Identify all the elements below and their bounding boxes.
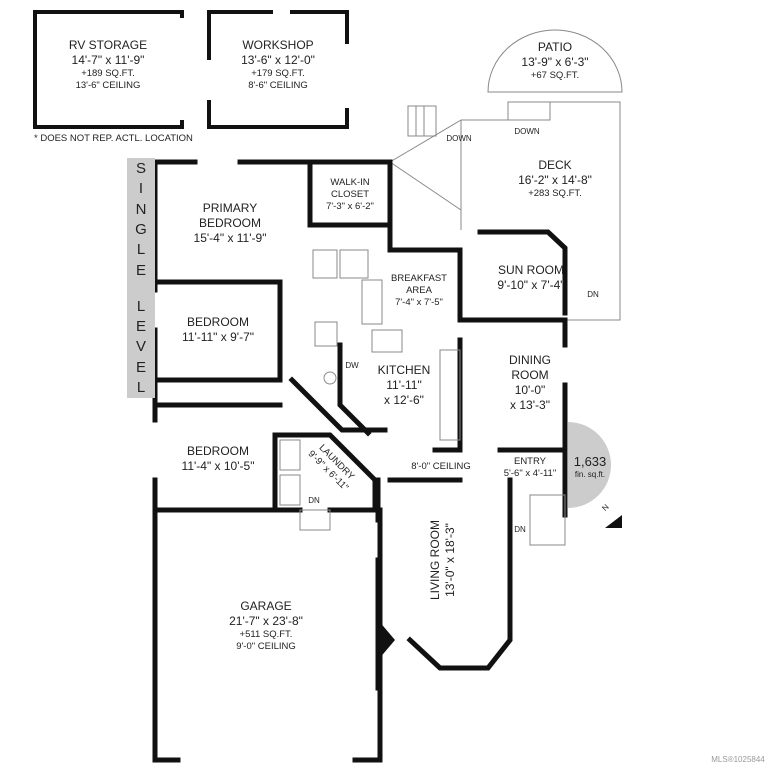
room-dims: 11'-11" x 9'-7"	[181, 330, 255, 344]
banner-letter: G	[135, 220, 147, 238]
room-deck: DECK 16'-2" x 14'-8" +283 SQ.FT.	[518, 158, 592, 200]
room-breakfast-area: BREAKFAST AREA 7'-4" x 7'-5"	[391, 273, 447, 309]
banner-letter: L	[136, 297, 146, 315]
total-area-unit: fin. sq.ft.	[574, 470, 606, 480]
stairs-down-label: DOWN	[514, 127, 540, 136]
room-dims: 16'-2" x 14'-8"	[518, 173, 592, 187]
stairs-down-label: DN	[514, 525, 526, 534]
room-name: BREAKFAST	[391, 273, 447, 284]
room-ceiling: 13'-6" CEILING	[75, 79, 141, 91]
room-rv-storage: RV STORAGE 14'-7" x 11'-9" +189 SQ.FT. 1…	[69, 38, 147, 92]
room-name: PATIO	[537, 40, 573, 54]
room-dims: 9'-10" x 7'-4"	[497, 278, 565, 292]
room-ceiling: 9'-0" CEILING	[236, 640, 296, 652]
room-name: RV STORAGE	[68, 38, 148, 52]
stairs-down-label: DN	[308, 496, 320, 505]
area-badge-shape	[568, 422, 611, 508]
room-kitchen: KITCHEN 11'-11" x 12'-6"	[378, 363, 431, 408]
room-dims: 11'-11"	[386, 378, 422, 392]
room-bedroom-1: BEDROOM 11'-11" x 9'-7"	[182, 315, 254, 345]
room-dims: 13'-9" x 6'-3"	[521, 55, 589, 69]
stairs-down-label: DN	[587, 290, 599, 299]
room-dims: 13'-6" x 12'-0"	[241, 53, 315, 67]
patio-outline	[487, 29, 623, 93]
room-dims: 15'-4" x 11'-9"	[193, 231, 267, 245]
room-name: GARAGE	[240, 599, 292, 613]
room-name: DECK	[538, 158, 572, 172]
room-name: ENTRY	[513, 456, 547, 467]
banner-letter: N	[135, 200, 147, 218]
room-walk-in-closet: WALK-IN CLOSET 7'-3" x 6'-2"	[326, 177, 374, 213]
banner-letter: E	[135, 261, 146, 279]
room-name: ROOM	[511, 368, 549, 382]
outbuilding-walls	[33, 10, 349, 129]
room-area: +511 SQ.FT.	[239, 629, 293, 640]
banner-letter: V	[135, 338, 146, 356]
room-dims: 7'-3" x 6'-2"	[326, 200, 374, 212]
banner-letter: E	[135, 317, 146, 335]
room-area: +189 SQ.FT.	[81, 68, 135, 79]
room-area: +179 SQ.FT.	[251, 68, 305, 79]
room-patio: PATIO 13'-9" x 6'-3" +67 SQ.FT.	[521, 40, 588, 82]
room-name: CLOSET	[330, 188, 369, 200]
room-name: BEDROOM	[186, 444, 250, 458]
north-arrow-icon	[605, 515, 622, 528]
banner-letter: S	[135, 159, 146, 177]
room-name: BEDROOM	[198, 216, 262, 230]
ceiling-label: 8'-0" CEILING	[411, 461, 471, 472]
room-sun-room: SUN ROOM 9'-10" x 7'-4"	[497, 263, 564, 293]
dishwasher-label: DW	[345, 361, 359, 370]
room-dims: x 13'-3"	[510, 398, 550, 412]
room-living-room: LIVING ROOM 13'-0" x 18'-3"	[428, 520, 458, 600]
stairs-down-label: DOWN	[446, 134, 472, 143]
fixtures	[279, 249, 566, 546]
room-dims: 5'-6" x 4'-11"	[503, 467, 557, 479]
room-name: WALK-IN	[330, 177, 370, 188]
banner-letter: L	[136, 379, 146, 397]
mls-number: MLS®1025844	[711, 755, 765, 764]
room-name: SUN ROOM	[497, 263, 564, 277]
room-entry: ENTRY 5'-6" x 4'-11"	[504, 456, 556, 480]
room-garage: GARAGE 21'-7" x 23'-8" +511 SQ.FT. 9'-0"…	[229, 599, 303, 653]
room-name: AREA	[406, 284, 432, 296]
room-area: +283 SQ.FT.	[528, 188, 582, 199]
banner-letter: L	[136, 241, 146, 259]
room-dims: 11'-4" x 10'-5"	[181, 459, 255, 473]
room-name: PRIMARY	[202, 201, 258, 215]
room-dining-room: DINING ROOM 10'-0" x 13'-3"	[509, 353, 551, 413]
room-name: BEDROOM	[186, 315, 249, 329]
room-name: KITCHEN	[377, 363, 431, 377]
room-name: DINING	[509, 353, 551, 367]
total-area-value: 1,633	[573, 454, 607, 469]
room-primary-bedroom: PRIMARY BEDROOM 15'-4" x 11'-9"	[194, 201, 267, 246]
room-area: +67 SQ.FT.	[530, 70, 580, 81]
room-dims: 7'-4" x 7'-5"	[395, 296, 443, 308]
room-dims: 13'-0" x 18'-3"	[443, 523, 457, 597]
banner-letter: E	[135, 358, 146, 376]
room-dims: 10'-0"	[514, 383, 546, 397]
room-ceiling: 8'-6" CEILING	[248, 79, 308, 91]
room-name: LIVING ROOM	[428, 519, 442, 601]
single-level-banner: S I N G L E L E V E L	[127, 158, 155, 398]
location-note: * DOES NOT REP. ACTL. LOCATION	[34, 133, 193, 144]
fireplace-icon	[378, 620, 395, 660]
room-dims: 14'-7" x 11'-9"	[71, 53, 145, 67]
room-bedroom-2: BEDROOM 11'-4" x 10'-5"	[182, 444, 255, 474]
room-workshop: WORKSHOP 13'-6" x 12'-0" +179 SQ.FT. 8'-…	[241, 38, 315, 92]
room-dims: 21'-7" x 23'-8"	[229, 614, 303, 628]
room-name: WORKSHOP	[242, 38, 314, 52]
total-area-badge: 1,633 fin. sq.ft.	[574, 454, 607, 480]
banner-letter: I	[138, 180, 144, 198]
room-dims: x 12'-6"	[384, 393, 424, 407]
